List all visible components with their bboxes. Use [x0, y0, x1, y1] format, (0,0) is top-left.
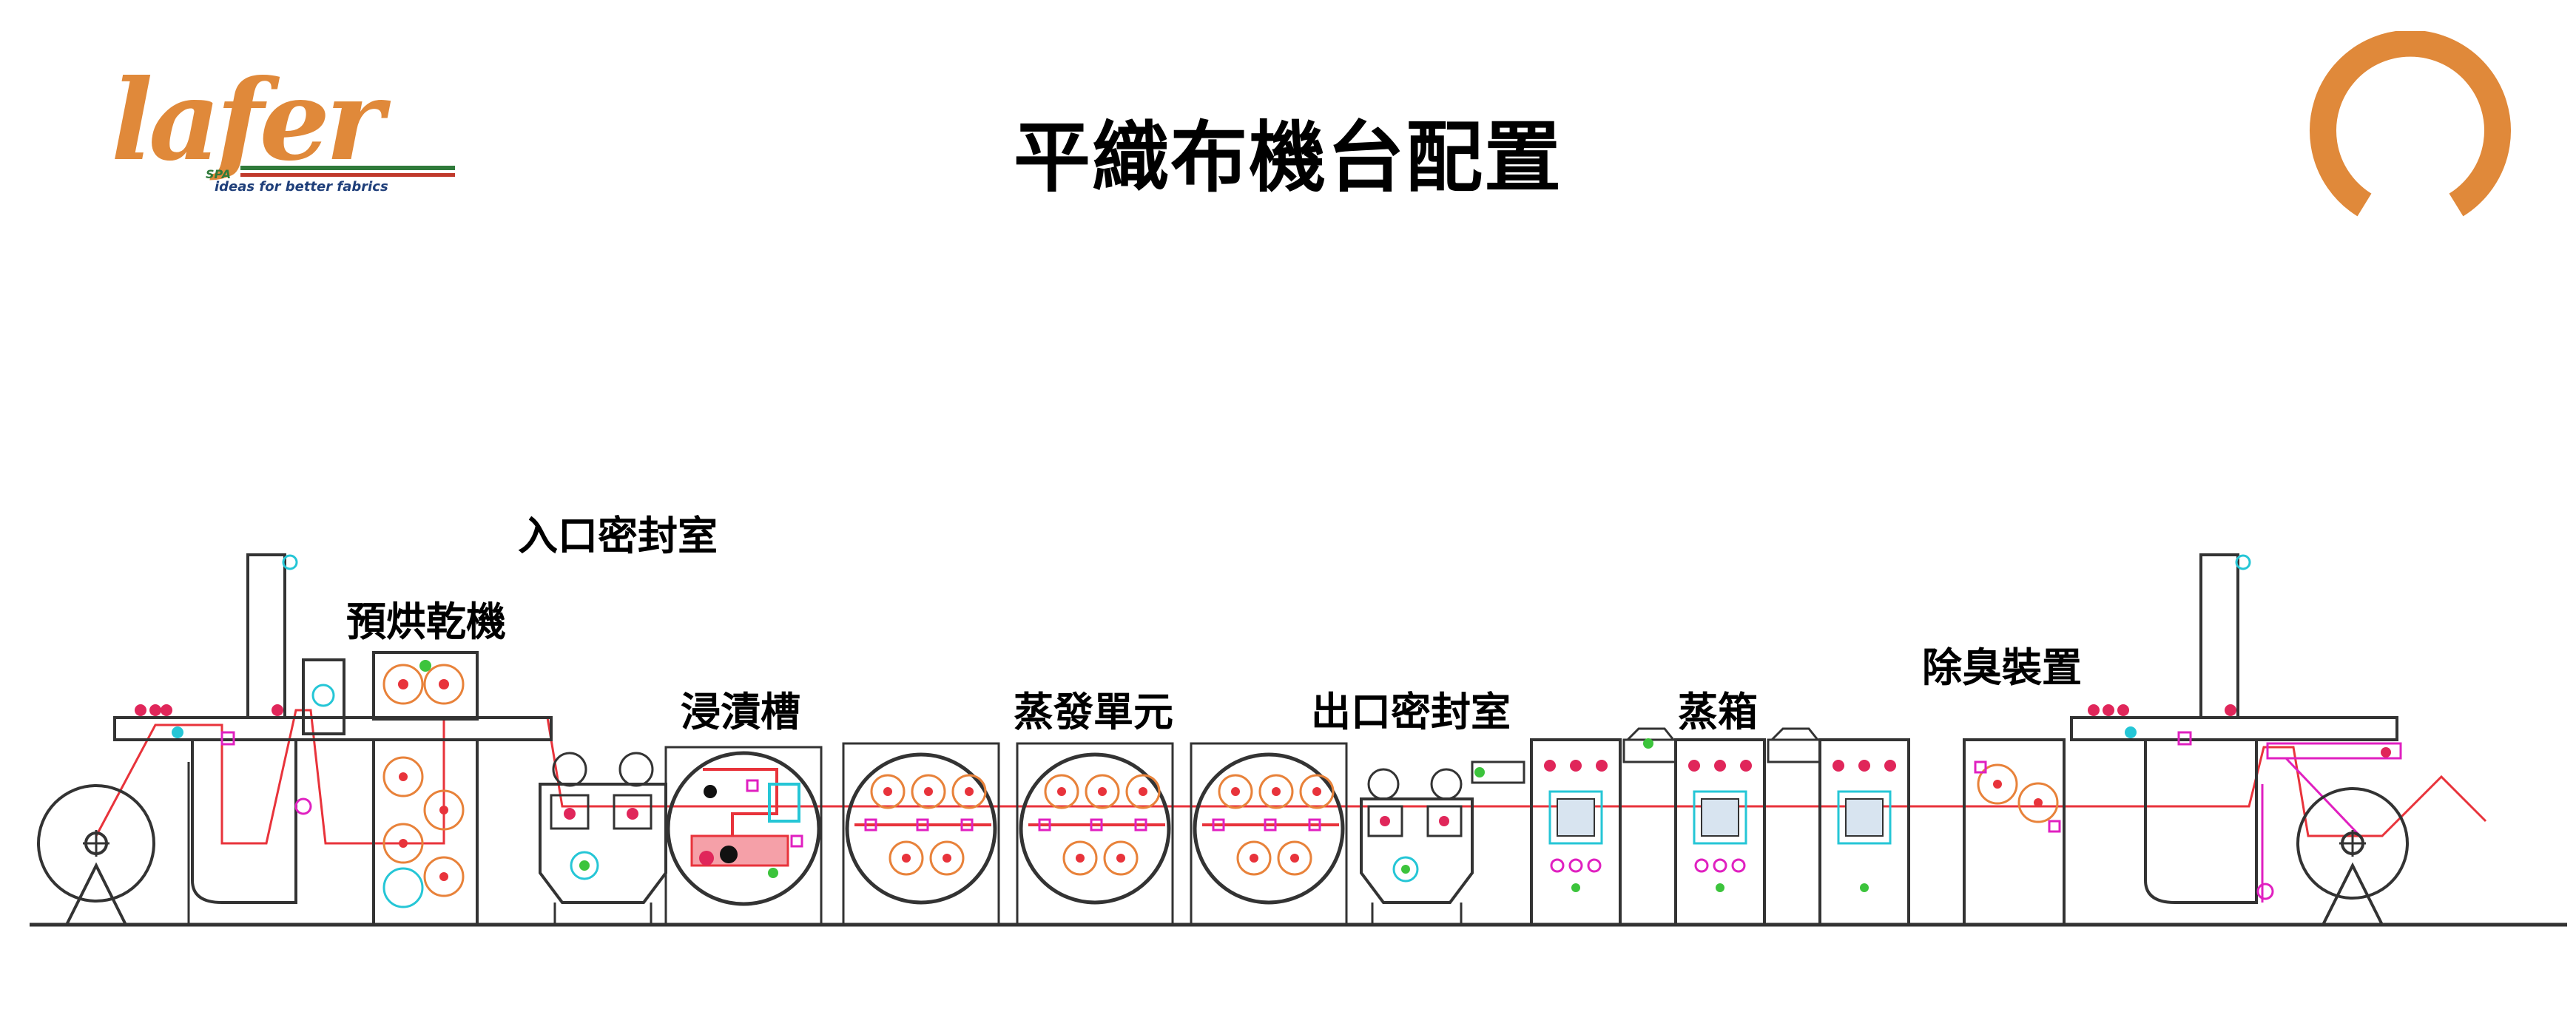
machine-layout-svg — [30, 553, 2567, 927]
label-impregnation: 浸漬槽 — [681, 689, 800, 735]
machine-layout-diagram — [0, 488, 2576, 1012]
steamer-2 — [1674, 738, 1766, 926]
predryer-unit — [302, 651, 479, 926]
logo-tagline: ideas for better fabrics — [215, 179, 388, 195]
label-entry-seal: 入口密封室 — [518, 513, 718, 559]
label-exit-seal: 出口密封室 — [1311, 689, 1511, 735]
steamer-3 — [1818, 738, 1910, 926]
evaporation-chamber-2 — [1016, 742, 1174, 926]
entry-seal-unit — [539, 752, 667, 925]
label-evaporation: 蒸發單元 — [1014, 689, 1173, 735]
impregnation-tank — [664, 746, 823, 926]
accumulator-left — [113, 553, 553, 925]
label-predryer: 預烘乾機 — [346, 598, 506, 645]
unwinder-left — [37, 784, 155, 925]
logo-wordmark: lafer — [111, 55, 384, 186]
accumulator-right — [2070, 553, 2398, 904]
page-title: 平織布機台配置 — [1013, 112, 1562, 203]
winder-right — [2266, 742, 2409, 925]
logo-spa: SPA — [206, 167, 232, 181]
evaporation-chamber-3 — [1190, 742, 1348, 926]
exit-seal-unit — [1360, 760, 1525, 925]
logo-stripe-green — [240, 166, 455, 170]
logo-stripe-red — [240, 173, 455, 177]
lafer-logo: lafer SPA ideas for better fabrics — [111, 65, 455, 195]
label-deodorizer: 除臭裝置 — [1922, 644, 2082, 691]
brand-ring-icon — [2310, 31, 2511, 217]
deodorizer-unit — [1963, 738, 2066, 926]
steamer-1 — [1530, 738, 1622, 926]
evaporation-chamber-1 — [842, 742, 1000, 926]
steamer-connectors — [1622, 727, 1821, 763]
label-steamer: 蒸箱 — [1678, 689, 1758, 735]
